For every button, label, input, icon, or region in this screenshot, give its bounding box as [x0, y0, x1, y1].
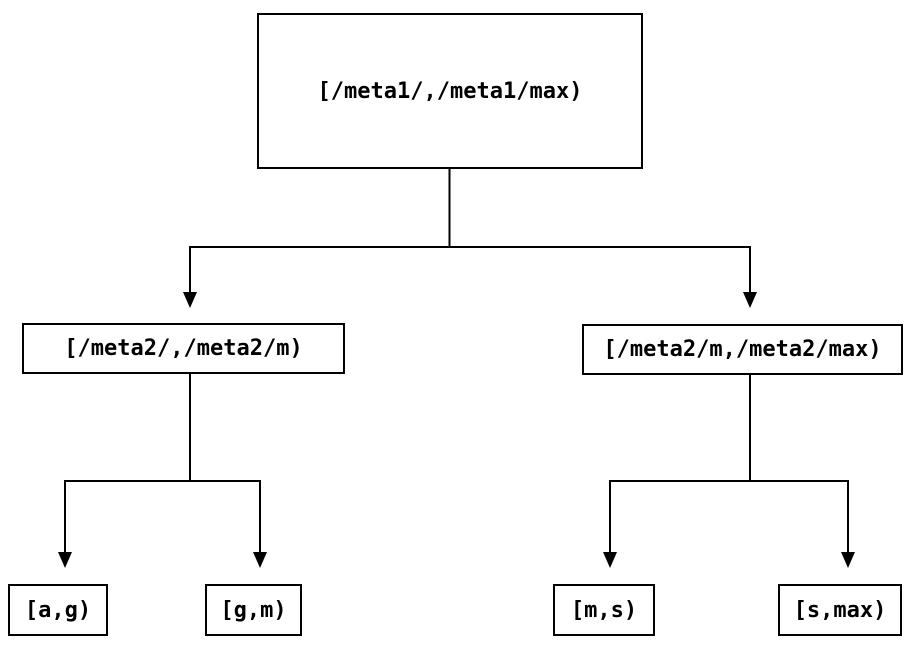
node-leaf-ms-label: [m,s) — [570, 597, 638, 623]
arrowhead-to-left-node — [183, 292, 197, 308]
arrowhead-to-leaf-ms — [603, 552, 617, 568]
node-leaf-smax: [s,max) — [778, 584, 902, 636]
node-meta2-left-label: [/meta2/,/meta2/m) — [64, 336, 303, 361]
arrowhead-to-leaf-smax — [841, 552, 855, 568]
node-root: [/meta1/,/meta1/max) — [257, 13, 643, 169]
node-meta2-left: [/meta2/,/meta2/m) — [22, 323, 345, 374]
edge-left-branch — [64, 480, 261, 552]
node-leaf-ms: [m,s) — [553, 584, 655, 636]
node-leaf-smax-label: [s,max) — [793, 597, 887, 623]
node-leaf-gm: [g,m) — [205, 584, 302, 636]
node-meta2-right-label: [/meta2/m,/meta2/max) — [603, 337, 882, 362]
node-root-label: [/meta1/,/meta1/max) — [317, 78, 583, 104]
arrowhead-to-leaf-gm — [253, 552, 267, 568]
edge-right-branch — [609, 480, 849, 552]
node-meta2-right: [/meta2/m,/meta2/max) — [582, 324, 903, 375]
arrowhead-to-leaf-ag — [58, 552, 72, 568]
arrowhead-to-right-node — [743, 292, 757, 308]
edge-root-branch — [189, 246, 751, 292]
node-leaf-gm-label: [g,m) — [220, 597, 287, 623]
node-leaf-ag-label: [a,g) — [24, 597, 92, 623]
node-leaf-ag: [a,g) — [8, 584, 108, 636]
